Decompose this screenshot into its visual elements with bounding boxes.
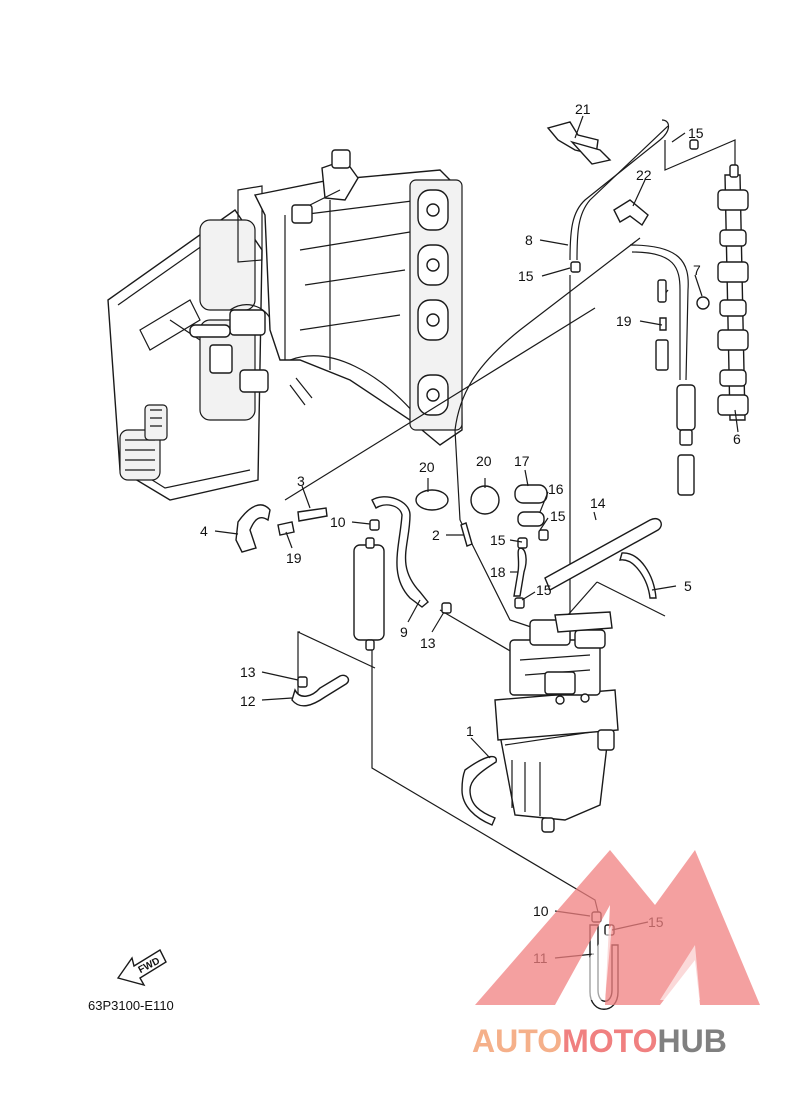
small-fittings: [277, 484, 615, 936]
hose-clamps-top: [546, 121, 699, 273]
fuel-hose-lines: [235, 119, 736, 1010]
callout-15-lower: 15: [536, 582, 552, 598]
svg-text:AUTOMOTOHUB: AUTOMOTOHUB: [472, 1023, 727, 1059]
watermark-logo-icon: [475, 850, 760, 1005]
callout-5: 5: [684, 578, 692, 594]
callout-9: 9: [400, 624, 408, 640]
callout-leaders: [214, 115, 739, 959]
watermark-hub: HUB: [657, 1023, 726, 1059]
callout-4: 4: [200, 523, 208, 539]
callout-13-right: 13: [420, 635, 436, 651]
callout-15-mid: 15: [490, 532, 506, 548]
callout-7: 7: [693, 262, 701, 278]
callout-2: 2: [432, 527, 440, 543]
callout-12: 12: [240, 693, 256, 709]
callout-1: 1: [466, 723, 474, 739]
callout-20-left: 20: [419, 459, 435, 475]
callout-15-top: 15: [688, 125, 704, 141]
callout-13-left: 13: [240, 664, 256, 680]
callout-19-left: 19: [286, 550, 302, 566]
vapor-separator-tank: [494, 611, 619, 833]
callout-19-injector: 19: [616, 313, 632, 329]
watermark-moto: MOTO: [562, 1023, 657, 1059]
fuel-rail-assembly: [655, 164, 749, 496]
callout-15-fitting: 15: [550, 508, 566, 524]
callout-14: 14: [590, 495, 606, 511]
diagram-code: 63P3100-E110: [88, 998, 174, 1013]
callout-10-filter: 10: [330, 514, 346, 530]
intake-manifold-assembly: [107, 149, 463, 501]
watermark-auto: AUTO: [472, 1023, 562, 1059]
callout-8: 8: [525, 232, 533, 248]
callout-15-hose: 15: [518, 268, 534, 284]
callout-18: 18: [490, 564, 506, 580]
callout-6: 6: [733, 431, 741, 447]
callout-20-right: 20: [476, 453, 492, 469]
callout-3: 3: [297, 473, 305, 489]
automotohub-watermark: AUTOMOTOHUB: [472, 850, 760, 1059]
callout-17: 17: [514, 453, 530, 469]
callout-22: 22: [636, 167, 652, 183]
callout-16: 16: [548, 481, 564, 497]
callout-10-bottom: 10: [533, 903, 549, 919]
callout-21: 21: [575, 101, 591, 117]
fwd-arrow-icon: FWD: [116, 949, 167, 987]
